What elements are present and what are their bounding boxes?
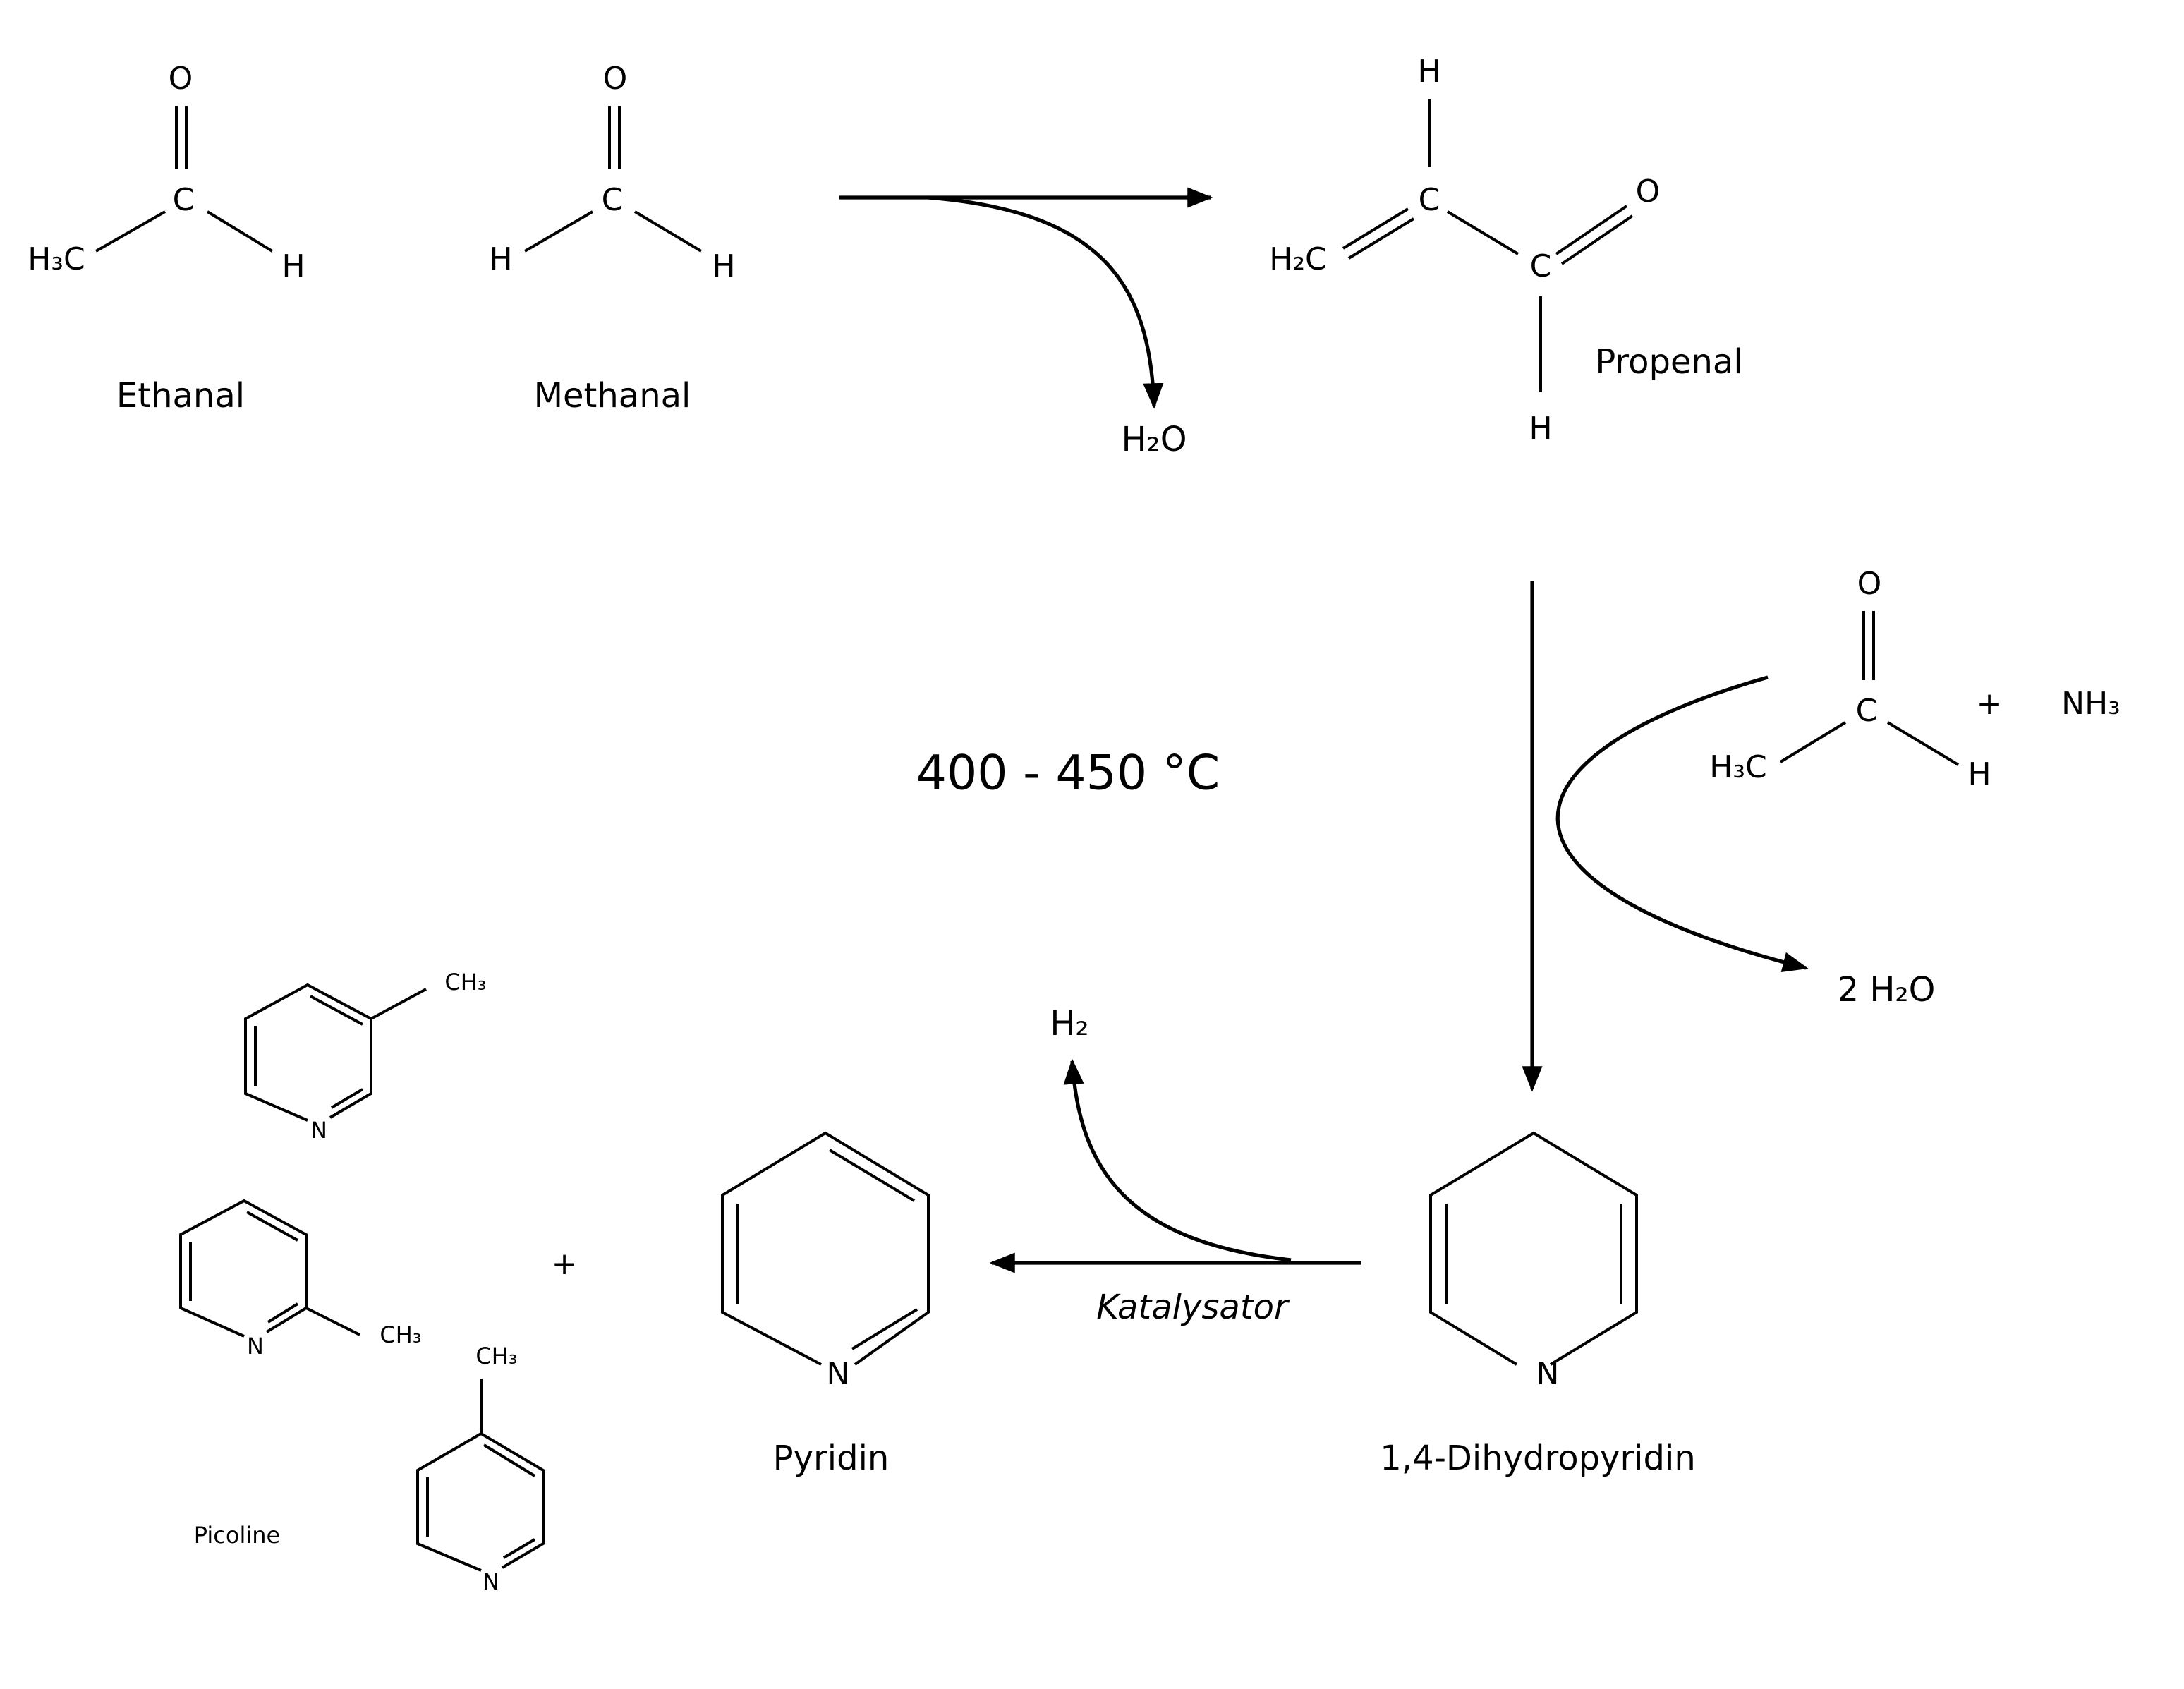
3-picoline-structure: N CH₃ [244,969,487,1144]
hydrogen-byproduct: H₂ [1050,1004,1088,1043]
atom-h: H [1967,756,1991,792]
atom-c: C [602,182,624,218]
atom-c: C [173,182,195,218]
atom-o: O [1636,174,1661,210]
propenal-label: Propenal [1595,342,1742,382]
atom-o: O [603,61,628,97]
addition-elimination-arrow [1555,675,1809,973]
pyridine-structure: N Pyridin [721,1131,930,1478]
temperature-condition: 400 - 450 °C [916,746,1220,801]
dihydropyridine-label: 1,4-Dihydropyridin [1380,1439,1695,1478]
atom-h3c: H₃C [28,241,85,277]
methyl-group: CH₃ [475,1343,517,1369]
propenal-structure: H C H₂C C O H Propenal [1269,54,1742,447]
atom-c: C [1856,693,1878,729]
atom-n: N [247,1333,264,1360]
pyridine-label: Pyridin [773,1439,890,1478]
picoline-label: Picoline [194,1522,280,1549]
dehydrogenation-arrow [1063,1058,1292,1262]
atom-h2c: H₂C [1269,241,1326,277]
atom-c1: C [1419,182,1440,218]
atom-h: H [281,248,305,284]
methanal-label: Methanal [534,376,691,416]
ethanal-label: Ethanal [116,376,245,416]
atom-o: O [169,61,193,97]
methyl-group: CH₃ [444,969,486,995]
atom-o: O [1857,566,1882,602]
atom-n: N [827,1356,850,1392]
water-byproduct: H₂O [1121,420,1187,459]
4-picoline-structure: N CH₃ [416,1343,545,1595]
atom-n: N [1536,1356,1560,1392]
plus-sign: + [552,1246,578,1282]
atom-h3c: H₃C [1709,749,1766,785]
atom-h-left: H [489,241,512,277]
ethanal-2-structure: O C H₃C H + NH₃ [1709,566,2121,792]
atom-n: N [310,1117,327,1144]
2-picoline-structure: N CH₃ [179,1199,422,1360]
methyl-group: CH₃ [380,1321,421,1348]
atom-h-top: H [1417,54,1440,90]
ammonia: NH₃ [2061,686,2121,722]
dihydropyridine-structure: N 1,4-Dihydropyridin [1380,1131,1696,1478]
atom-h-right: H [712,248,735,284]
methanal-structure: O C H H Methanal [489,61,735,416]
plus-sign: + [1977,686,2003,722]
atom-h-bottom: H [1529,411,1552,447]
atom-n: N [483,1568,499,1595]
catalyst-label: Katalysator [1096,1288,1290,1327]
water-byproduct-2: 2 H₂O [1838,970,1936,1010]
elimination-arrow-1 [928,195,1164,409]
ethanal-structure: O C H₃C H Ethanal [28,61,305,416]
atom-c2: C [1530,248,1552,284]
